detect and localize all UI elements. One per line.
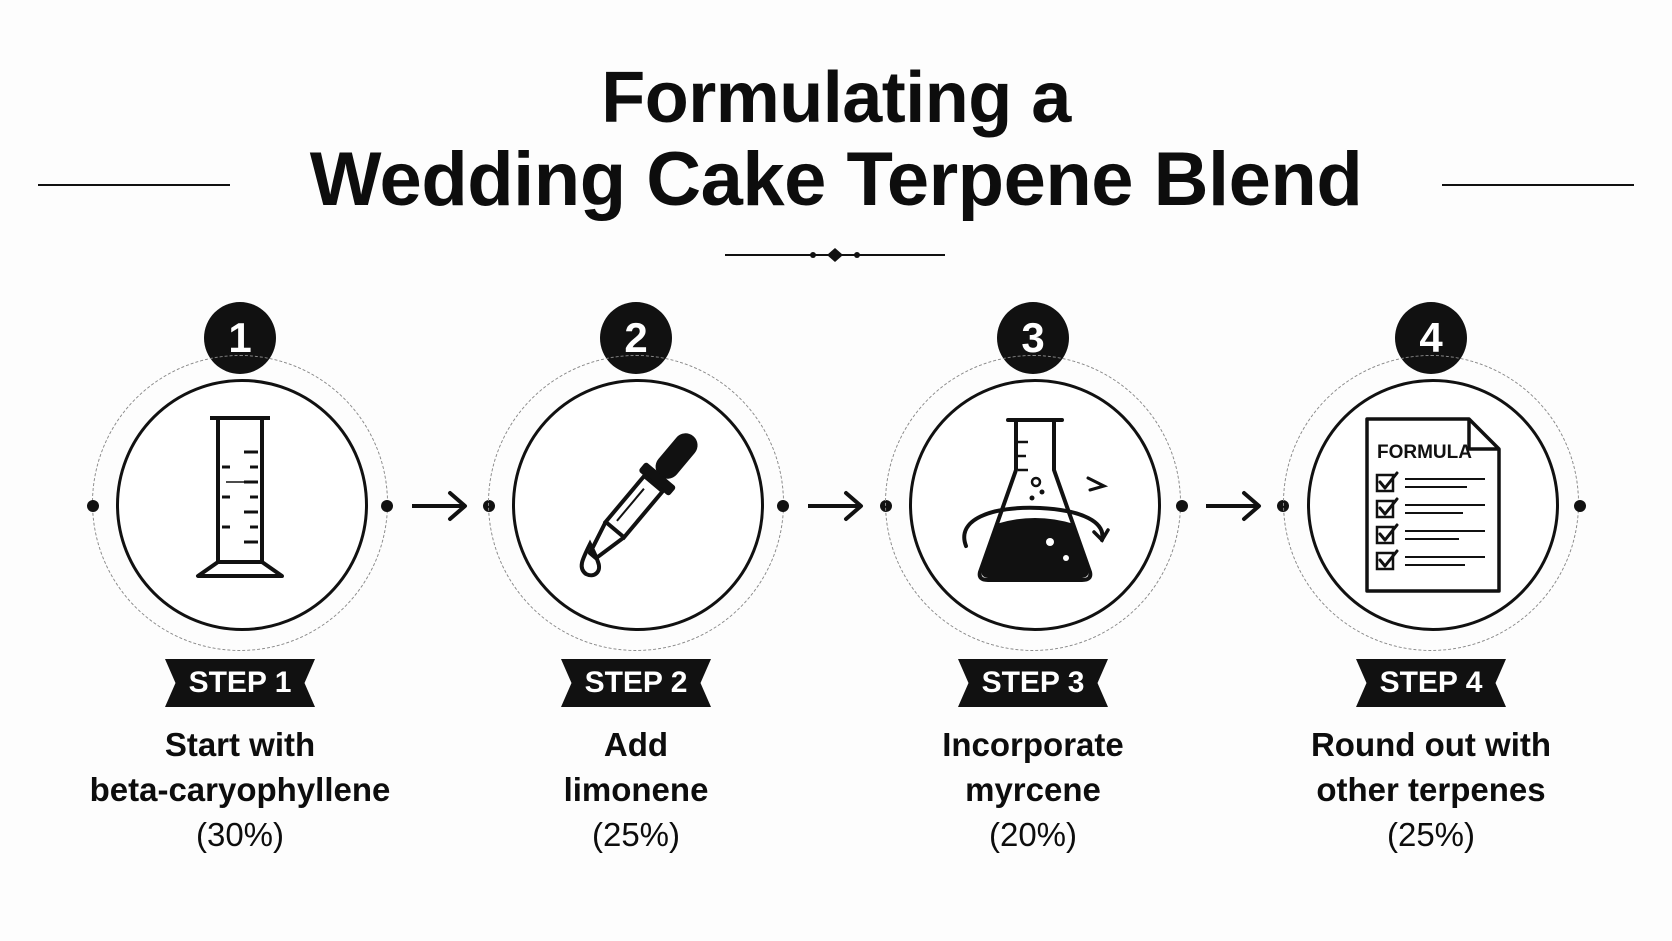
step-1-percent: (30%) [195,816,285,853]
title-rule-right [1442,184,1634,186]
step-3-description: Incorporate myrcene (20%) [853,722,1213,857]
step-2-description: Add limonene (25%) [456,722,816,857]
graduated-cylinder-icon [196,416,284,578]
flask-icon [962,418,1110,582]
step-1-label: STEP 1 [165,659,315,707]
title-line-1: Formulating a [601,58,1071,138]
step-2-line-1: Add [603,726,669,763]
connector-dot [777,500,789,512]
step-1-circle [92,355,392,655]
dropper-icon [579,433,698,578]
arrow-right-icon [1206,491,1261,521]
step-4-description: Round out with other terpenes (25%) [1251,722,1611,857]
step-4-label: STEP 4 [1356,659,1506,707]
step-2-circle [488,355,788,655]
title-line-2: Wedding Cake Terpene Blend [309,137,1363,222]
connector-dot [381,500,393,512]
step-1-description: Start with beta-caryophyllene (30%) [60,722,420,857]
step-4-line-2: other terpenes [1316,771,1546,808]
arrow-right-icon [808,491,863,521]
connector-dot [1574,500,1586,512]
arrow-right-icon [412,491,467,521]
step-2-label: STEP 2 [561,659,711,707]
formula-checklist-icon: FORMULA [1365,417,1501,593]
step-3-percent: (20%) [988,816,1078,853]
connector-dot [1176,500,1188,512]
step-3-label: STEP 3 [958,659,1108,707]
ornament-divider [725,248,945,262]
step-1-line-2: beta-caryophyllene [89,771,391,808]
formula-heading: FORMULA [1377,442,1472,463]
step-4-line-1: Round out with [1310,726,1552,763]
step-2-percent: (25%) [591,816,681,853]
step-3-line-1: Incorporate [942,726,1124,763]
step-4-percent: (25%) [1386,816,1476,853]
step-2-line-2: limonene [563,771,709,808]
step-3-line-2: myrcene [965,771,1101,808]
step-1-line-1: Start with [164,726,316,763]
title-rule-left [38,184,230,186]
connector-dot [87,500,99,512]
